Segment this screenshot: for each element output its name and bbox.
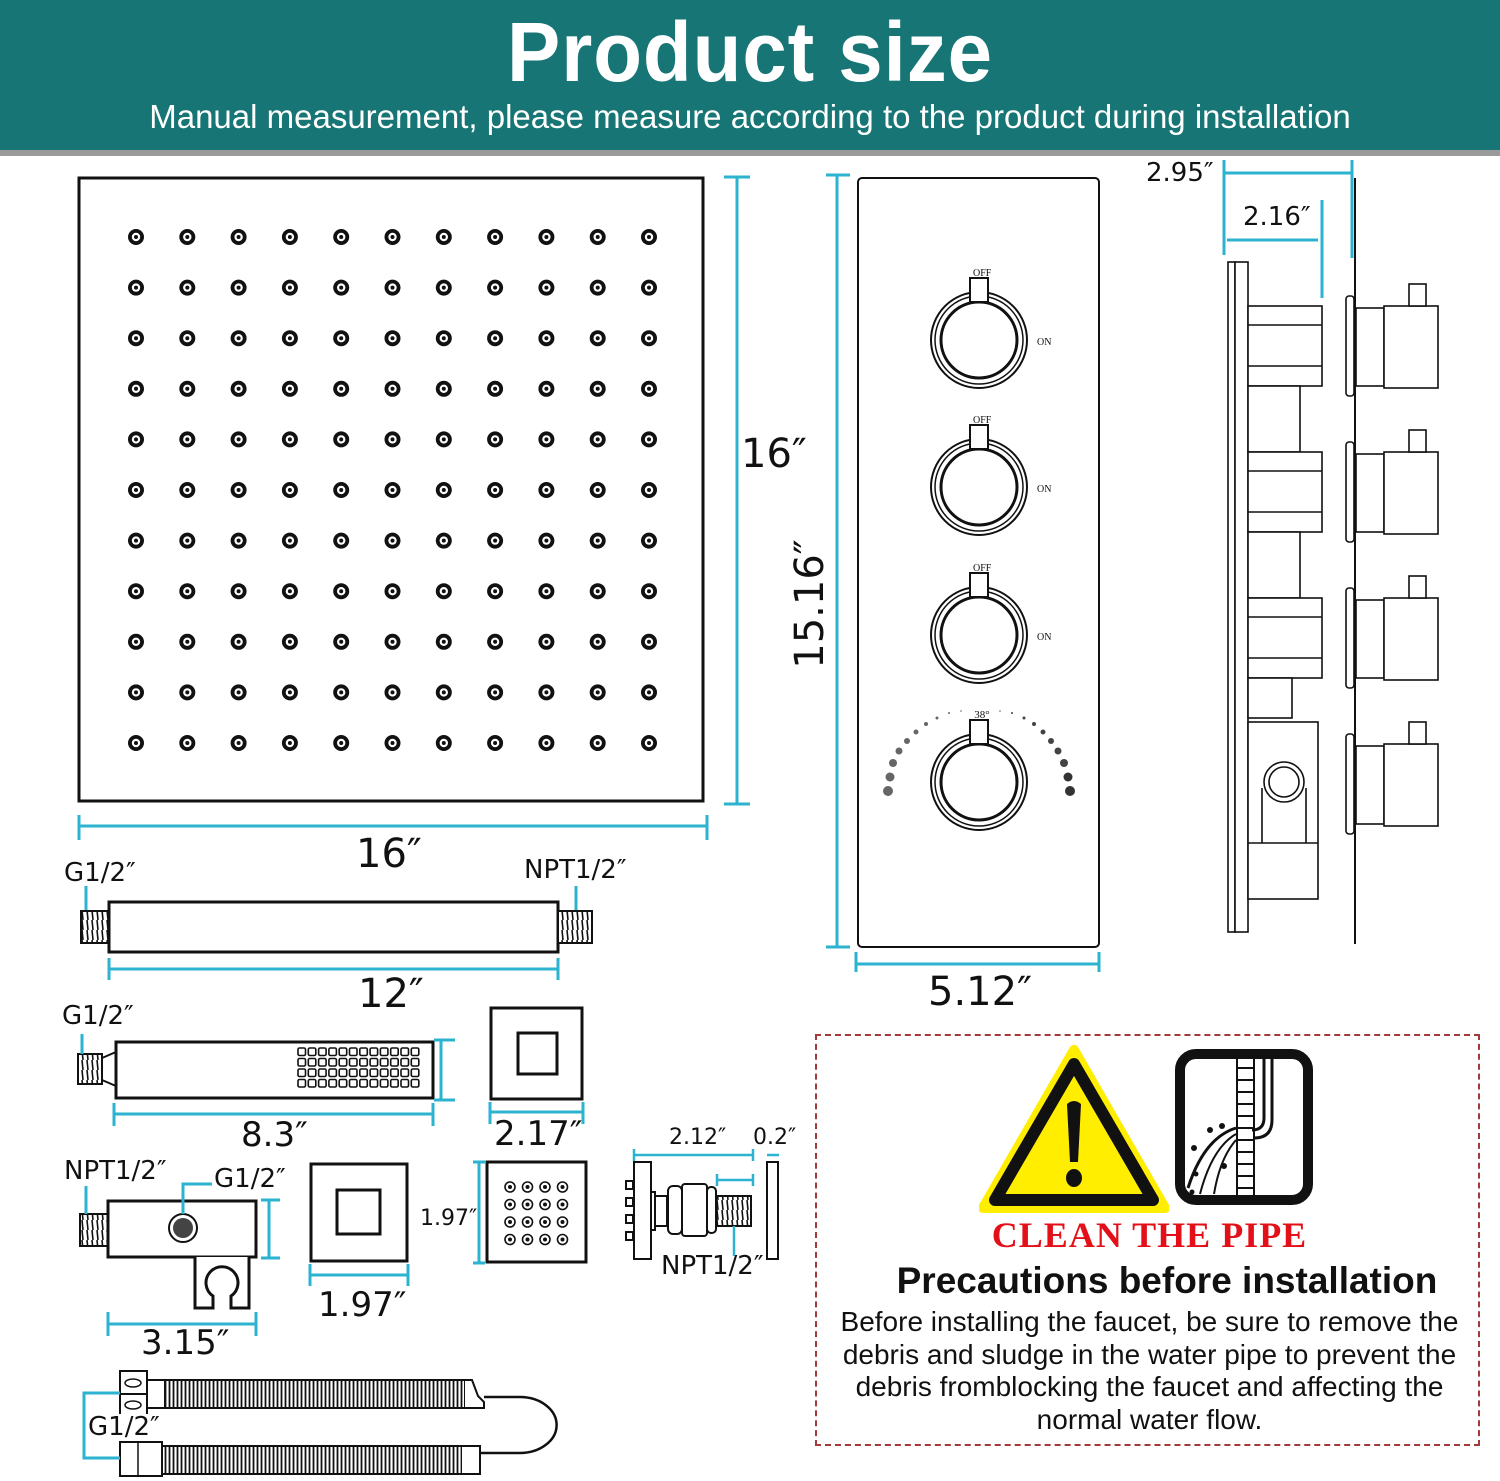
valve-depth-dimensions: [1222, 160, 1354, 298]
small-flange-width-label: 1.97″: [318, 1285, 407, 1325]
svg-text:ON: ON: [1037, 484, 1051, 495]
temperature-scale-icon: [883, 710, 1075, 796]
svg-text:OFF: OFF: [973, 415, 992, 426]
clean-the-pipe-label: CLEAN THE PIPE: [991, 1215, 1308, 1255]
flange-width-label: 2.17″: [494, 1114, 583, 1154]
shower-arm-dimensions: [84, 886, 578, 980]
wall-connector-dimensions: [84, 1182, 280, 1336]
header-divider: [0, 150, 1500, 156]
wall-connector-holder: [79, 1199, 258, 1310]
small-flange-dimension: [308, 1264, 410, 1286]
shower-hose: [119, 1370, 558, 1477]
nozzle-grid: [128, 229, 657, 751]
valve-plate-width-label: 5.12″: [928, 969, 1033, 1015]
valve-side-view: [1227, 178, 1439, 944]
shower-arm-right-thread-label: NPT1/2″: [524, 855, 627, 885]
body-jet-side-dimensions: [632, 1149, 779, 1256]
body-jet-thread-label: NPT1/2″: [661, 1251, 764, 1281]
valve-knob-1: OFF ON: [930, 268, 1051, 389]
svg-text:OFF: OFF: [973, 268, 992, 279]
wall-connector-outlet-thread-label: G1/2″: [214, 1164, 286, 1194]
valve-plate-dimensions: [826, 173, 1101, 972]
shower-arm-left-thread-label: G1/2″: [64, 858, 136, 888]
hand-shower: [77, 1040, 435, 1100]
svg-text:ON: ON: [1037, 337, 1051, 348]
shower-arm-length-label: 12″: [358, 971, 424, 1017]
body-jet-front: [485, 1160, 588, 1264]
valve-knob-3: OFF ON: [930, 563, 1051, 684]
valve-trim-plate: OFF ON OFF ON OFF ON 38°: [857, 177, 1100, 948]
wall-connector-left-thread-label: NPT1/2″: [64, 1156, 167, 1186]
wall-connector-width-label: 3.15″: [141, 1323, 230, 1363]
shower-head-height-label: 16″: [741, 431, 807, 477]
header-banner: Product size Manual measurement, please …: [0, 0, 1500, 150]
valve-plate-height-label: 15.16″: [787, 539, 833, 669]
warning-triangle-icon: [979, 1045, 1169, 1213]
hose-dimension: [82, 1391, 120, 1460]
dirty-pipe-icon: [1175, 1049, 1313, 1205]
body-jet-height-label: 1.97″: [420, 1206, 478, 1231]
svg-text:ON: ON: [1037, 632, 1051, 643]
valve-depth-total-label: 2.95″: [1146, 158, 1214, 188]
valve-depth-inner-label: 2.16″: [1243, 202, 1311, 232]
installation-notice: CLEAN THE PIPE Precautions before instal…: [815, 1034, 1480, 1446]
hose-thread-label: G1/2″: [88, 1412, 160, 1442]
shower-arm: [80, 900, 593, 954]
precautions-title: Precautions before installation: [896, 1260, 1438, 1301]
body-jet-dimension: [473, 1160, 485, 1265]
svg-text:38°: 38°: [974, 709, 989, 721]
rain-shower-head: [77, 176, 705, 803]
shower-head-width-label: 16″: [356, 831, 422, 877]
shower-head-dimensions: [77, 175, 750, 840]
hand-shower-dimensions: [80, 1034, 455, 1126]
shower-arm-flange: [489, 1006, 584, 1101]
flange-dimension: [488, 1102, 585, 1124]
hand-shower-thread-label: G1/2″: [62, 1001, 134, 1031]
valve-knob-2: OFF ON: [930, 415, 1051, 536]
valve-knob-4: 38°: [930, 709, 1028, 831]
page-title: Product size: [507, 5, 993, 99]
page-subtitle: Manual measurement, please measure accor…: [149, 98, 1351, 135]
body-jet-plate-label: 0.2″: [753, 1125, 797, 1150]
precautions-body: Before installing the faucet, be sure to…: [840, 1306, 1459, 1435]
body-jet-depth-label: 2.12″: [669, 1125, 727, 1150]
hand-shower-length-label: 8.3″: [241, 1115, 308, 1155]
svg-text:OFF: OFF: [973, 563, 992, 574]
small-flange: [309, 1162, 409, 1263]
body-jet-side: [625, 1161, 779, 1260]
